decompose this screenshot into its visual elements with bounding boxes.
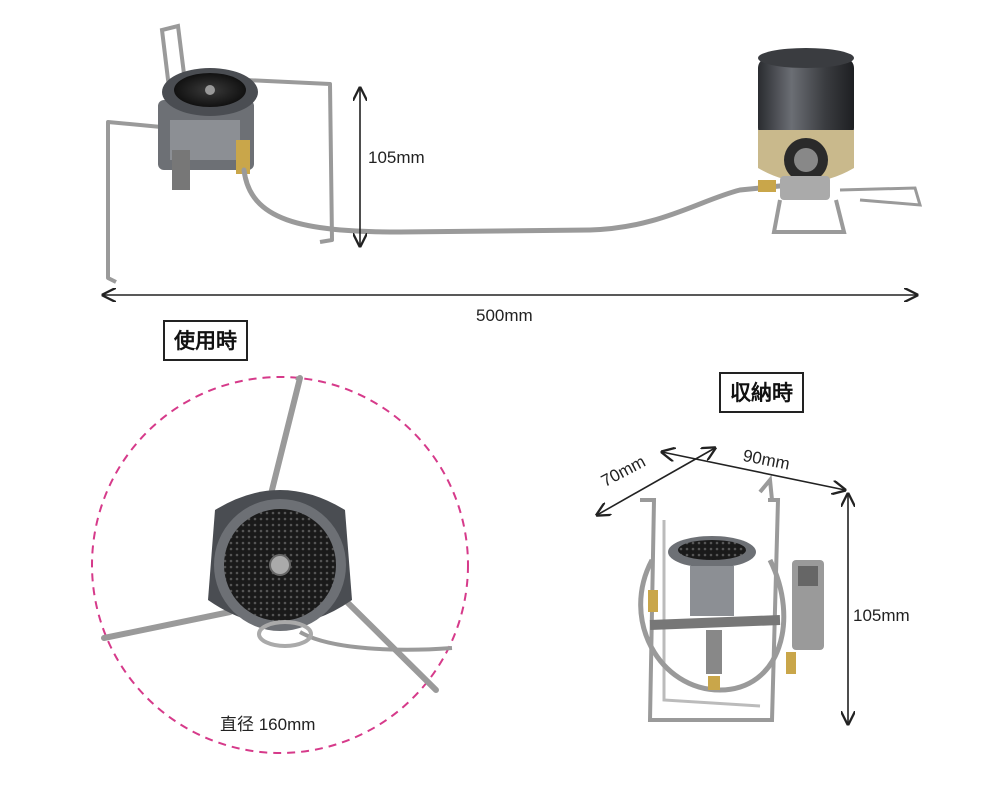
height-label-top: 105mm — [368, 148, 425, 167]
stowed-label: 収納時 — [719, 372, 804, 413]
gas-canister — [758, 48, 923, 234]
gas-hose — [241, 167, 783, 235]
length-label: 500mm — [476, 306, 533, 325]
diameter-label: 直径 160mm — [220, 715, 316, 734]
stove-extended-illustration — [106, 23, 334, 284]
width-dimension-arrow — [662, 452, 845, 490]
stove-stowed-illustration — [638, 475, 824, 722]
stove-top-view — [101, 375, 453, 693]
in-use-label: 使用時 — [163, 320, 248, 361]
diameter-dashed-circle — [91, 376, 469, 754]
height-stowed-label: 105mm — [853, 606, 910, 625]
